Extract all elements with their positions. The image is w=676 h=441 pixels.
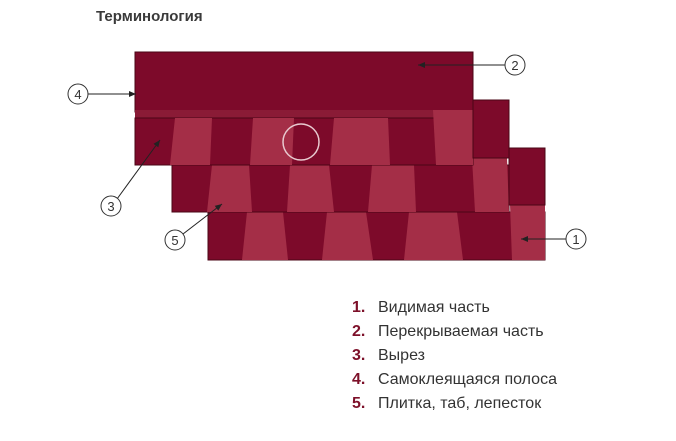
callout-5: 5 xyxy=(164,203,223,251)
callout-1-label: 1 xyxy=(572,232,579,247)
shingle-tab xyxy=(207,165,252,212)
shingle-row-2 xyxy=(171,147,546,213)
legend-item: 2. Перекрываемая часть xyxy=(352,322,557,346)
legend-number: 1. xyxy=(352,299,366,316)
shingle-tab xyxy=(322,212,373,260)
shingle-row-3 xyxy=(207,205,546,261)
shingle-tab xyxy=(242,212,288,260)
callout-1: 1 xyxy=(521,228,587,250)
legend-text: Вырез xyxy=(378,347,425,364)
callout-3-label: 3 xyxy=(107,199,114,214)
legend-number: 3. xyxy=(352,347,366,364)
callout-3: 3 xyxy=(100,139,161,217)
shingle-tab xyxy=(472,158,509,212)
callout-2: 2 xyxy=(418,54,526,76)
legend-item: 5. Плитка, таб, лепесток xyxy=(352,394,557,418)
terminology-legend: 1. Видимая часть 2. Перекрываемая часть 3.… xyxy=(352,298,557,418)
legend-number: 5. xyxy=(352,395,366,412)
callout-4-label: 4 xyxy=(74,87,81,102)
legend-item: 4. Самоклеящаяся полоса xyxy=(352,370,557,394)
legend-number: 2. xyxy=(352,323,366,340)
legend-text: Самоклеящаяся полоса xyxy=(378,371,557,388)
legend-number: 4. xyxy=(352,371,366,388)
shingle-tab xyxy=(368,165,416,212)
legend-text: Видимая часть xyxy=(378,299,490,316)
legend-text: Плитка, таб, лепесток xyxy=(378,395,542,412)
shingle-tab xyxy=(433,110,473,165)
callout-5-label: 5 xyxy=(171,233,178,248)
self-adhesive-strip xyxy=(135,110,473,118)
shingle-tab xyxy=(330,118,390,165)
legend-item: 1. Видимая часть xyxy=(352,298,557,322)
legend-item: 3. Вырез xyxy=(352,346,557,370)
page-title: Терминология xyxy=(96,8,203,25)
callout-4: 4 xyxy=(67,83,136,105)
cutout-highlight-circle xyxy=(282,123,320,161)
shingle-tab xyxy=(404,212,463,260)
shingle-tab xyxy=(287,165,334,212)
shingle-row-1 xyxy=(134,51,510,166)
callout-2-label: 2 xyxy=(511,58,518,73)
legend-text: Перекрываемая часть xyxy=(378,323,544,340)
overlapped-part xyxy=(134,51,474,113)
shingle-tab-visible-part xyxy=(510,205,545,260)
shingle-tab xyxy=(250,118,294,165)
shingle-tab xyxy=(170,118,212,165)
